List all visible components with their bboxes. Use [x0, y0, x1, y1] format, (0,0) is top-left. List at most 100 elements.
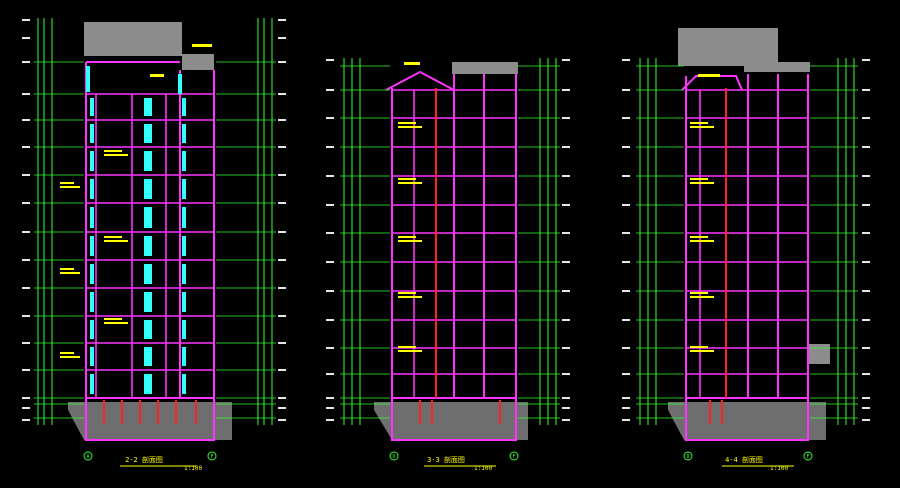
level-marker: [862, 319, 870, 321]
level-marker: [622, 146, 630, 148]
level-marker: [622, 319, 630, 321]
window-section: [144, 320, 152, 339]
level-marker: [278, 61, 286, 63]
annotation-tags: [398, 62, 422, 352]
level-marker: [22, 369, 30, 371]
window-section: [182, 124, 186, 143]
level-marker: [562, 232, 570, 234]
annotation-tag: [690, 350, 714, 352]
annotation-tag: [60, 272, 80, 274]
window-section: [182, 320, 186, 339]
window-section: [144, 207, 152, 228]
level-marker: [22, 19, 30, 21]
level-marker: [326, 319, 334, 321]
window-section: [182, 207, 186, 228]
level-marker: [22, 37, 30, 39]
level-marker: [622, 89, 630, 91]
axis-label-left: D: [392, 454, 395, 460]
interior-columns: [419, 88, 501, 424]
level-marker: [278, 287, 286, 289]
annotation-tag: [398, 236, 416, 238]
window-section: [182, 264, 186, 284]
window-section: [90, 124, 94, 143]
window-section: [90, 347, 94, 366]
level-marker: [278, 231, 286, 233]
annotation-tags: [60, 44, 212, 358]
annotation-tag: [104, 240, 128, 242]
window-section: [144, 98, 152, 116]
annotation-tag: [60, 356, 80, 358]
window-section: [90, 374, 94, 394]
basement-grey-fill: [68, 402, 232, 440]
level-marker: [326, 204, 334, 206]
section-2-2: A F 2-2 剖面图 1:100: [22, 18, 286, 472]
level-marker: [622, 261, 630, 263]
level-marker: [278, 202, 286, 204]
annotation-tag: [690, 240, 714, 242]
window-section: [90, 236, 94, 256]
level-markers: [326, 59, 570, 421]
annotation-tag: [104, 154, 128, 156]
basement-columns: [103, 400, 197, 424]
annotation-tag: [104, 322, 128, 324]
section-3-3: D F 3-3 剖面图 1:100: [326, 58, 570, 472]
annotation-tag: [690, 346, 708, 348]
level-marker: [326, 146, 334, 148]
axis-bubble-left: [83, 451, 93, 461]
dimension-lines-left: [639, 58, 657, 425]
level-marker: [862, 407, 870, 409]
level-marker: [622, 373, 630, 375]
window-sections: [86, 66, 186, 394]
level-marker: [326, 290, 334, 292]
level-marker: [326, 175, 334, 177]
level-marker: [562, 175, 570, 177]
level-marker: [22, 93, 30, 95]
level-marker: [622, 347, 630, 349]
level-marker: [22, 146, 30, 148]
annotation-tag: [690, 296, 714, 298]
window-section: [144, 347, 152, 366]
annotation-tag: [192, 44, 212, 47]
annotation-tag: [690, 122, 708, 124]
level-marker: [278, 419, 286, 421]
annotation-tag: [398, 122, 416, 124]
window-section: [90, 207, 94, 228]
window-section: [90, 320, 94, 339]
section-scale: 1:100: [474, 465, 492, 472]
window-section: [144, 374, 152, 394]
axis-bubble-right: [803, 451, 813, 461]
level-marker: [22, 315, 30, 317]
level-marker: [622, 290, 630, 292]
level-marker: [862, 419, 870, 421]
level-marker: [562, 290, 570, 292]
level-marker: [862, 59, 870, 61]
annotation-tags: [690, 74, 720, 352]
level-marker: [862, 397, 870, 399]
dimension-lines-right: [257, 18, 273, 425]
level-marker: [278, 146, 286, 148]
level-marker: [622, 175, 630, 177]
basement-grey-fill: [374, 402, 528, 440]
level-marker: [862, 290, 870, 292]
level-marker: [278, 37, 286, 39]
level-marker: [562, 146, 570, 148]
level-marker: [622, 204, 630, 206]
level-marker: [562, 397, 570, 399]
level-marker: [862, 373, 870, 375]
annotation-tag: [398, 296, 422, 298]
level-marker: [326, 232, 334, 234]
annotation-tag: [398, 126, 422, 128]
level-marker: [22, 119, 30, 121]
level-marker: [326, 373, 334, 375]
axis-bubble-right: [207, 451, 217, 461]
level-marker: [562, 407, 570, 409]
annotation-tag: [690, 182, 714, 184]
level-marker: [562, 319, 570, 321]
level-marker: [22, 174, 30, 176]
level-marker: [862, 204, 870, 206]
level-marker: [326, 117, 334, 119]
axis-label-right: F: [210, 454, 213, 460]
section-title: 2-2 剖面图: [125, 455, 163, 464]
annotation-tag: [104, 150, 122, 152]
annotation-tag: [698, 74, 720, 77]
